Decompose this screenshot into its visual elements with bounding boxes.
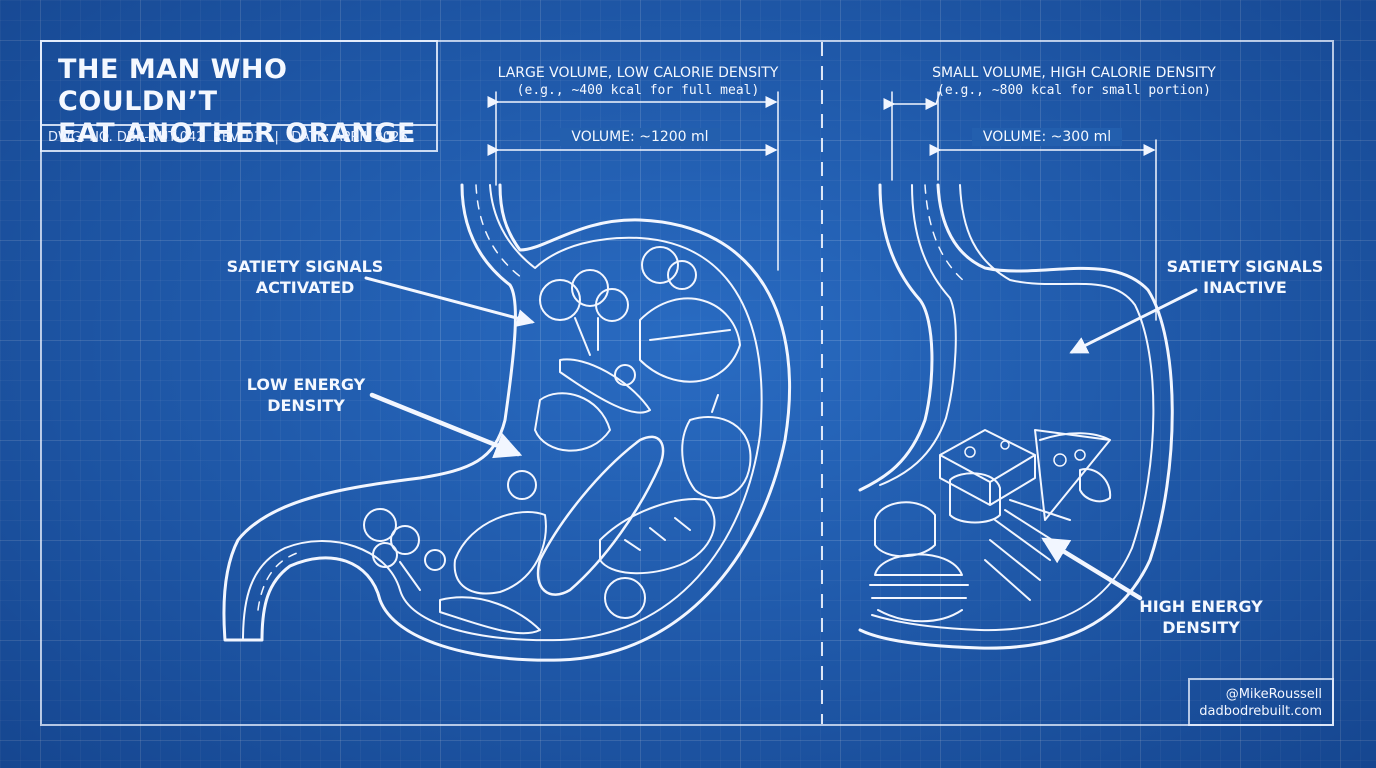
satiety-inactive-line2: INACTIVE	[1160, 277, 1330, 298]
credit-site: dadbodrebuilt.com	[1190, 703, 1322, 720]
drawing-number: DWG. NO. DBR-NUT-042	[48, 130, 205, 145]
low-energy-line2: DENSITY	[236, 395, 376, 416]
revision: REV. 01	[213, 130, 262, 145]
left-dimension-lines	[496, 92, 778, 270]
right-stomach	[860, 185, 1172, 648]
left-header-line1: LARGE VOLUME, LOW CALORIE DENSITY	[460, 64, 816, 82]
right-header-line2: (e.g., ~800 kcal for small portion)	[896, 82, 1252, 100]
credit-handle: @MikeRoussell	[1190, 686, 1322, 703]
arrow-low-energy-density	[372, 395, 518, 454]
label-satiety-activated: SATIETY SIGNALS ACTIVATED	[220, 256, 390, 298]
left-header-line2: (e.g., ~400 kcal for full meal)	[460, 82, 816, 100]
title-divider	[42, 124, 436, 126]
meta-separator: |	[274, 130, 278, 145]
satiety-inactive-line1: SATIETY SIGNALS	[1160, 256, 1330, 277]
right-dimension-lines	[892, 92, 1156, 320]
right-volume-label: VOLUME: ~300 ml	[972, 128, 1122, 146]
credit-block: @MikeRoussell dadbodrebuilt.com	[1188, 678, 1334, 726]
drawing-date: DATE: APRIL 2026	[291, 130, 407, 145]
title-block: THE MAN WHO COULDN’T EAT ANOTHER ORANGE …	[40, 40, 438, 152]
right-header: SMALL VOLUME, HIGH CALORIE DENSITY (e.g.…	[896, 64, 1252, 100]
satiety-activated-line2: ACTIVATED	[220, 277, 390, 298]
high-energy-line2: DENSITY	[1128, 617, 1274, 638]
drawing-meta: DWG. NO. DBR-NUT-042 REV. 01 | DATE: APR…	[48, 130, 438, 145]
label-low-energy-density: LOW ENERGY DENSITY	[236, 374, 376, 416]
arrow-satiety-inactive	[1072, 290, 1196, 352]
arrow-high-energy-density	[1045, 540, 1140, 598]
label-high-energy-density: HIGH ENERGY DENSITY	[1128, 596, 1274, 638]
label-satiety-inactive: SATIETY SIGNALS INACTIVE	[1160, 256, 1330, 298]
high-energy-line1: HIGH ENERGY	[1128, 596, 1274, 617]
low-energy-line1: LOW ENERGY	[236, 374, 376, 395]
right-header-line1: SMALL VOLUME, HIGH CALORIE DENSITY	[896, 64, 1252, 82]
satiety-activated-line1: SATIETY SIGNALS	[220, 256, 390, 277]
left-header: LARGE VOLUME, LOW CALORIE DENSITY (e.g.,…	[460, 64, 816, 100]
left-volume-label: VOLUME: ~1200 ml	[560, 128, 720, 146]
